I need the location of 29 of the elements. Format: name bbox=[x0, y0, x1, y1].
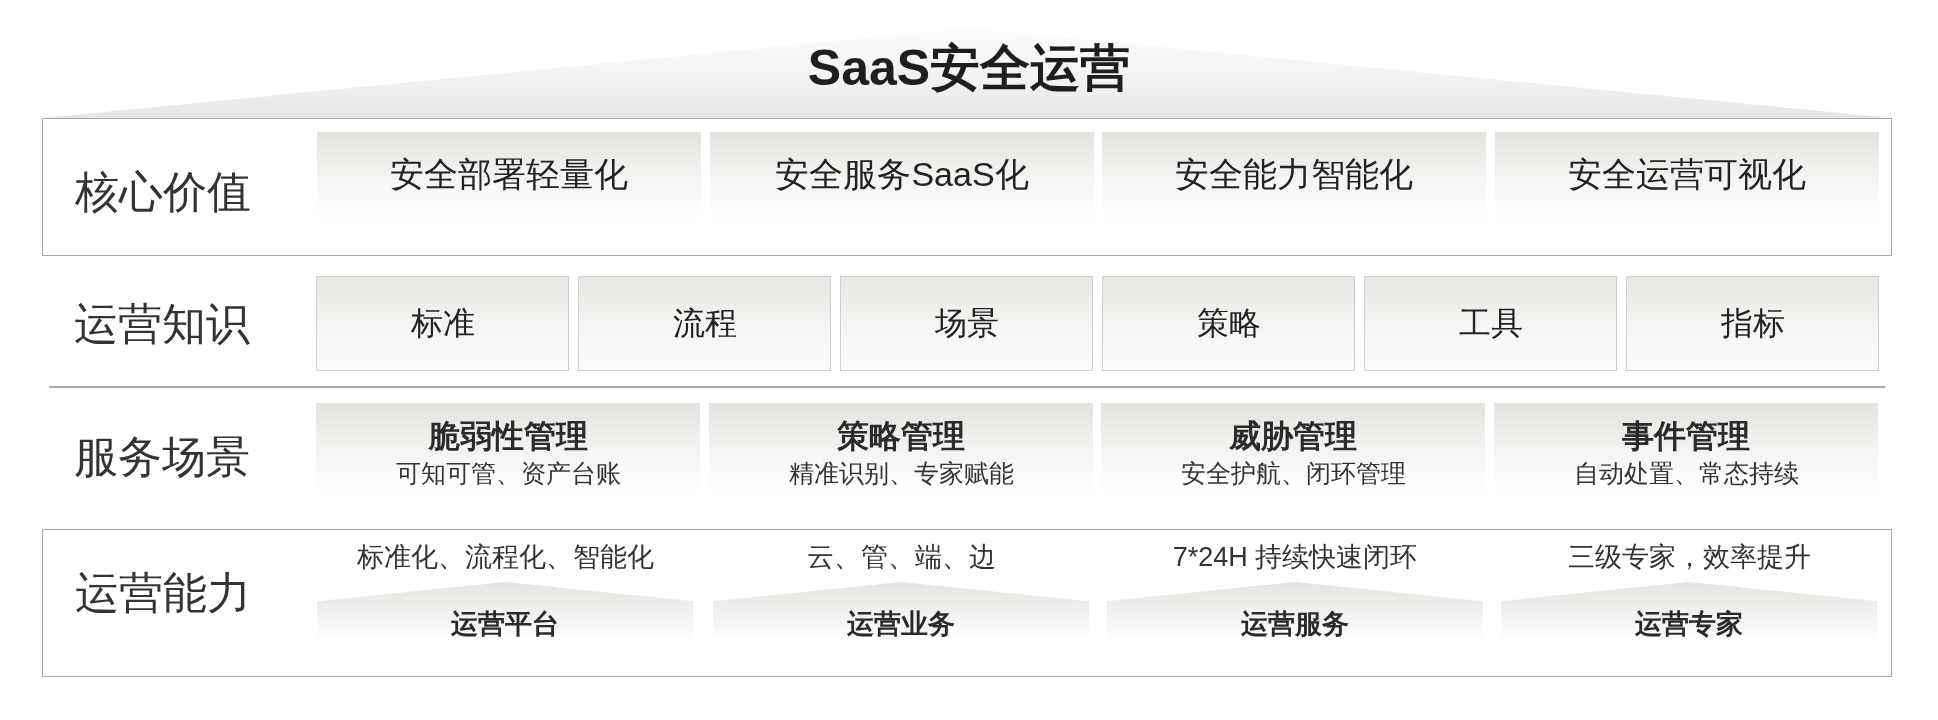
row-heading: 核心价值 bbox=[75, 166, 251, 218]
banner-label: 运营专家 bbox=[1635, 608, 1743, 641]
capability-caption: 三级专家，效率提升 bbox=[1567, 541, 1811, 574]
row-heading: 运营能力 bbox=[75, 567, 251, 619]
card-heading: 策略管理 bbox=[836, 417, 966, 455]
card-description: 安全护航、闭环管理 bbox=[1179, 458, 1407, 489]
banner-label: 运营平台 bbox=[451, 608, 559, 641]
knowledge-card: 流程 bbox=[578, 276, 831, 371]
knowledge-card: 策略 bbox=[1102, 276, 1355, 371]
knowledge-card: 指标 bbox=[1626, 276, 1879, 371]
capability-caption: 7*24H 持续快速闭环 bbox=[1172, 541, 1418, 574]
layer-panel bbox=[42, 529, 1892, 677]
knowledge-card: 工具 bbox=[1364, 276, 1617, 371]
banner-label: 运营服务 bbox=[1241, 608, 1349, 641]
card-description: 精准识别、专家赋能 bbox=[787, 458, 1015, 489]
knowledge-card: 场景 bbox=[840, 276, 1093, 371]
capability-caption: 云、管、端、边 bbox=[806, 541, 996, 574]
card-description: 可知可管、资产台账 bbox=[394, 458, 622, 489]
card-heading: 威胁管理 bbox=[1228, 417, 1358, 455]
capability-caption: 标准化、流程化、智能化 bbox=[356, 541, 654, 574]
row-heading: 服务场景 bbox=[74, 431, 250, 483]
card-heading: 脆弱性管理 bbox=[427, 417, 589, 455]
card-description: 自动处置、常态持续 bbox=[1572, 458, 1800, 489]
row-heading: 运营知识 bbox=[74, 298, 250, 350]
card-heading: 事件管理 bbox=[1621, 417, 1751, 455]
diagram-title: SaaS安全运营 bbox=[807, 39, 1131, 98]
layer-panel bbox=[42, 118, 1892, 256]
knowledge-card: 标准 bbox=[316, 276, 569, 371]
banner-label: 运营业务 bbox=[847, 608, 955, 641]
